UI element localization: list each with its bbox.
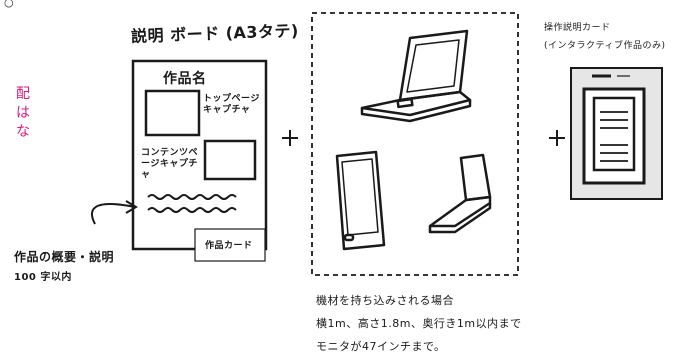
summary-label: 作品の概要・説明 [14, 250, 115, 264]
summary-scribble-1 [147, 194, 237, 200]
tablet-sketch [335, 150, 386, 251]
summary-scribble-2 [147, 207, 237, 213]
plus-sign-1 [282, 130, 298, 146]
work-card-box [194, 228, 266, 262]
laptop-sketch [360, 29, 472, 123]
op-card-title: 操作説明カード [544, 23, 611, 33]
work-name-label: 作品名 [163, 71, 207, 87]
top-mark: ○ [4, 0, 14, 9]
top-page-thumbnail [144, 89, 201, 137]
equipment-line-2: 横1m、高さ1.8m、奥行き1m以内まで [316, 317, 522, 330]
left-text-fragment: 配 は な [0, 85, 30, 142]
content-page-caption: コンテンツページキャプチャ [141, 148, 199, 180]
pointer-arrow [90, 203, 136, 225]
content-page-thumbnail [203, 139, 257, 181]
plus-sign-2 [549, 130, 565, 146]
top-page-caption: トップページキャプチャ [203, 94, 260, 115]
left-fragment-line-3: な [16, 124, 30, 140]
phone-sketch [428, 153, 492, 234]
summary-limit: 100 字以内 [14, 272, 72, 283]
left-fragment-line-2: は [16, 105, 30, 121]
op-card-subtitle: (インタラクティブ作品のみ) [544, 41, 666, 51]
work-card-label: 作品カード [205, 241, 253, 251]
equipment-line-3: モニタが47インチまで。 [316, 340, 446, 353]
equipment-line-1: 機材を持ち込みされる場合 [316, 294, 454, 307]
device-area-dashed [311, 12, 519, 276]
left-fragment-line-1: 配 [16, 86, 30, 102]
